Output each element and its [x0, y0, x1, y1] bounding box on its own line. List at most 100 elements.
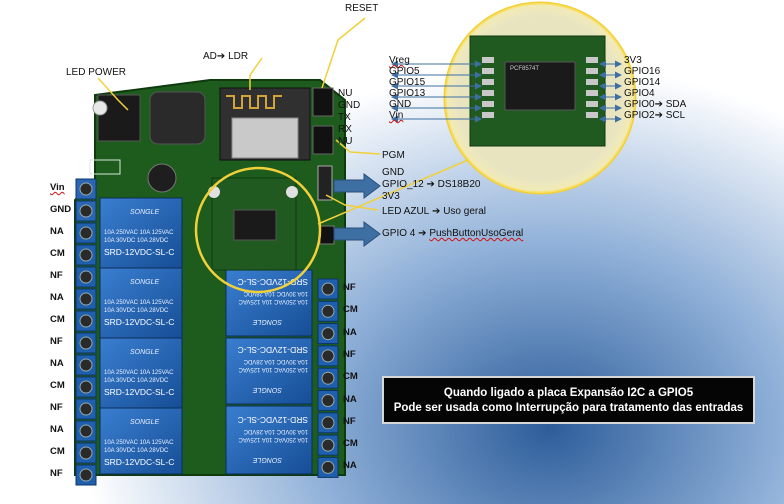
- board-highlight-circle: [194, 166, 322, 294]
- relay-rating: 10A 30VDC 10A 28VDC: [243, 358, 308, 364]
- relay-rating: 10A 250VAC 10A 125VAC: [238, 366, 308, 372]
- expansion-chip: [233, 209, 277, 241]
- zoom-pad: [586, 57, 598, 63]
- reset-label: RESET: [345, 3, 379, 14]
- relay-body: [225, 337, 313, 405]
- gpio4-arrow: [333, 221, 381, 247]
- zoom-left-label: GPIO5: [389, 66, 420, 77]
- terminal-screw: [79, 402, 93, 416]
- zoom-pad: [586, 79, 598, 85]
- zoom-pad: [586, 90, 598, 96]
- relay-brand: SONGLE: [130, 349, 160, 356]
- zoom-right-label: 3V3: [624, 55, 642, 66]
- terminal-screw: [79, 226, 93, 240]
- terminal-screw: [79, 204, 93, 218]
- relay-rating: 10A 250VAC 10A 125VAC: [104, 300, 174, 306]
- terminal-screw: [79, 336, 93, 350]
- ledpower-leader: [97, 77, 129, 111]
- relay-rating: 10A 30VDC 10A 28VDC: [104, 378, 169, 384]
- info-box: Quando ligado a placa Expansão I2C a GPI…: [382, 376, 755, 424]
- left-pin-label: NF: [50, 270, 63, 281]
- pgm-button: [312, 125, 334, 155]
- zoom-chip: [504, 61, 576, 111]
- zoom-pin-target: SDA: [662, 99, 687, 110]
- terminal-screw: [321, 460, 335, 474]
- zoom-left-label: GND: [389, 99, 412, 110]
- relay-model: SRD-12VDC-SL-C: [104, 247, 174, 257]
- terminal-screw: [79, 270, 93, 284]
- v33-label: 3V3: [382, 191, 400, 202]
- uart-pin-label: GND: [338, 100, 361, 111]
- relay-rating: 10A 30VDC 10A 28VDC: [104, 308, 169, 314]
- relay-model: SRD-12VDC-SL-C: [238, 277, 308, 287]
- relay-rating: 10A 250VAC 10A 125VAC: [104, 370, 174, 376]
- right-pin-label: NF: [343, 348, 356, 360]
- relay-rating: 10A 250VAC 10A 125VAC: [104, 230, 174, 236]
- gnd-header-label: GND: [382, 167, 405, 178]
- left-pin-label: NA: [50, 424, 64, 435]
- pgm-leader: [335, 139, 381, 155]
- zoom-pad: [482, 101, 494, 107]
- relay-rating: 10A 250VAC 10A 125VAC: [238, 298, 308, 304]
- left-terminal-block: [75, 178, 97, 486]
- zoom-pad: [586, 68, 598, 74]
- zoom-pad: [482, 112, 494, 118]
- relay-model: SRD-12VDC-SL-C: [104, 457, 174, 467]
- esp-shield: [231, 117, 299, 159]
- inductor: [149, 91, 206, 145]
- terminal-screw: [321, 349, 335, 363]
- terminal-screw: [321, 327, 335, 341]
- relay-body: [99, 197, 183, 269]
- arrow-icon: ➔: [432, 206, 441, 217]
- right-pin-label: NA: [343, 393, 357, 405]
- zoom-pad: [482, 68, 494, 74]
- relays-layer: SONGLE 10A 250VAC 10A 125VAC 10A 30VDC 10A…: [99, 197, 313, 475]
- zoom-pin-name: GPIO14: [624, 77, 661, 88]
- relay-rating: 10A 30VDC 10A 28VDC: [104, 448, 169, 454]
- relay-rating: 10A 30VDC 10A 28VDC: [243, 428, 308, 434]
- right-pin-label: NF: [343, 282, 356, 293]
- left-pin-label: NA: [50, 358, 64, 369]
- relay-brand: SONGLE: [130, 209, 160, 216]
- zoom-right-label: GPIO16: [624, 66, 660, 77]
- left-pin-label: NA: [50, 292, 64, 303]
- arrow-icon: ➔: [418, 228, 427, 239]
- zoom-left-label: Vin: [389, 110, 404, 121]
- gpio4-label: GPIO 4 ➔ PushButtonUsoGeral: [382, 228, 524, 239]
- info-line-1: Quando ligado a placa Expansão I2C a GPI…: [443, 386, 694, 399]
- left-pin-label: CM: [50, 248, 65, 259]
- zoom-right-label: GPIO2➔ SCL: [624, 110, 685, 121]
- zoom-pin-name: GPIO4: [624, 88, 655, 99]
- zoom-left-label: GPIO15: [389, 77, 426, 88]
- right-pin-label: CM: [343, 304, 358, 316]
- uart-pin-label: RX: [338, 124, 352, 135]
- jumper-header: [317, 165, 333, 201]
- left-pin-label: NF: [50, 402, 63, 413]
- info-line-2: Pode ser usada como Interrupção para tra…: [393, 401, 744, 414]
- relay: SONGLE 10A 250VAC 10A 125VAC 10A 30VDC 10A…: [99, 337, 183, 409]
- terminal-screw: [321, 282, 335, 296]
- ldr-leader: [249, 57, 263, 90]
- terminal-screw: [79, 314, 93, 328]
- left-pin-label: CM: [50, 314, 65, 325]
- right-pin-label: CM: [343, 438, 358, 450]
- zoom-right-label: GPIO0➔ SDA: [624, 99, 686, 110]
- relay-body: [99, 337, 183, 409]
- led-power-label: LED POWER: [66, 67, 127, 78]
- terminal-screw: [321, 438, 335, 452]
- relay-model: SRD-12VDC-SL-C: [238, 415, 308, 425]
- arrow-icon: ➔: [426, 179, 435, 190]
- zoom-pad: [482, 79, 494, 85]
- reset-button: [312, 87, 334, 117]
- zoom-pin-name: 3V3: [624, 55, 642, 66]
- relay-body: [99, 407, 183, 475]
- relay-model: SRD-12VDC-SL-C: [238, 345, 308, 355]
- relay-brand: SONGLE: [252, 318, 282, 325]
- terminal-screw: [79, 182, 93, 196]
- zoom-left-label: Vreg: [389, 55, 410, 66]
- circle-connector: [317, 159, 469, 225]
